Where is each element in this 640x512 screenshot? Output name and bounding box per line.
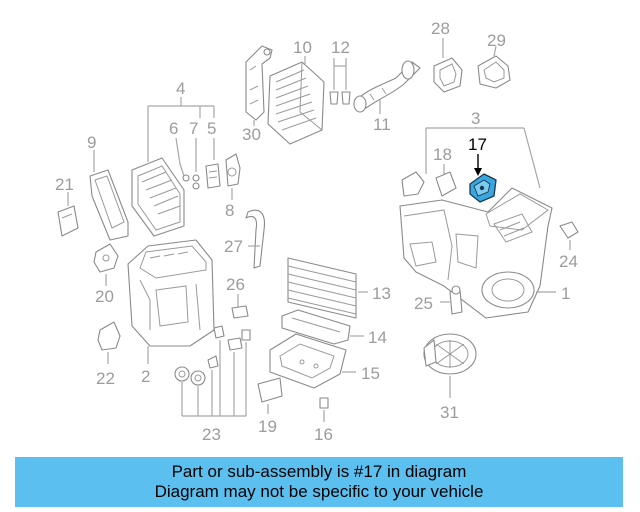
label-5: 5 [207, 119, 216, 138]
part-18-actuator[interactable] [401, 171, 457, 197]
part-21-bracket[interactable] [57, 205, 79, 237]
part-30-bracket[interactable] [245, 45, 273, 121]
label-15: 15 [361, 364, 380, 383]
label-23: 23 [202, 425, 221, 444]
label-16: 16 [314, 425, 333, 444]
part-20-bracket[interactable] [93, 243, 119, 273]
info-banner: Part or sub-assembly is #17 in diagram D… [15, 457, 623, 507]
part-22-bracket[interactable] [97, 321, 121, 351]
label-14: 14 [368, 328, 387, 347]
label-26: 26 [226, 275, 245, 294]
label-25: 25 [414, 294, 433, 313]
label-20: 20 [95, 287, 114, 306]
part-2-heater-housing[interactable] [127, 239, 215, 347]
part-8-sensor[interactable] [225, 153, 241, 187]
part-15-tray[interactable] [269, 333, 347, 389]
part-1-evaporator-housing[interactable] [399, 187, 553, 319]
label-1: 1 [561, 284, 570, 303]
part-27-hose[interactable] [245, 209, 266, 269]
part-19-bracket[interactable] [257, 377, 283, 403]
label-11: 11 [373, 115, 391, 134]
label-12: 12 [331, 38, 350, 57]
label-8: 8 [225, 201, 234, 220]
part-24-clip[interactable] [559, 221, 579, 239]
label-31: 31 [440, 403, 459, 422]
banner-line-2: Diagram may not be specific to your vehi… [154, 482, 484, 501]
part-10-filter[interactable] [267, 61, 325, 145]
label-17: 17 [468, 135, 487, 154]
label-29: 29 [487, 31, 506, 50]
part-23-small-parts[interactable] [174, 325, 251, 386]
part-4-heater-core[interactable] [131, 157, 185, 237]
part-13-cabin-filter[interactable] [287, 257, 357, 319]
part-26-clip[interactable] [231, 305, 249, 319]
part-14-cover[interactable] [281, 309, 351, 345]
label-30: 30 [242, 125, 261, 144]
label-9: 9 [87, 133, 96, 152]
part-16-screw[interactable] [319, 397, 329, 409]
label-21: 21 [55, 175, 74, 194]
label-6: 6 [169, 119, 178, 138]
part-6-7-5-small-parts[interactable] [182, 163, 221, 190]
banner-line-1: Part or sub-assembly is #17 in diagram [171, 462, 467, 481]
part-9-filter-frame[interactable] [89, 169, 129, 241]
label-27: 27 [224, 237, 243, 256]
label-7: 7 [189, 119, 198, 138]
label-3: 3 [471, 109, 480, 128]
label-22: 22 [96, 369, 115, 388]
part-11-hose[interactable] [353, 60, 421, 113]
label-19: 19 [258, 417, 277, 436]
part-17-highlighted-actuator[interactable] [469, 173, 497, 203]
label-28: 28 [431, 19, 450, 38]
label-10: 10 [293, 38, 312, 57]
part-29-gasket[interactable] [477, 55, 511, 89]
label-4: 4 [176, 79, 185, 98]
label-24: 24 [559, 252, 578, 271]
label-18: 18 [433, 145, 452, 164]
part-31-blower-motor[interactable] [423, 333, 477, 375]
label-2: 2 [141, 367, 150, 386]
part-28-gasket[interactable] [433, 57, 463, 93]
part-12-clips[interactable] [329, 91, 351, 105]
label-13: 13 [372, 284, 391, 303]
part-25-sensor[interactable] [449, 285, 463, 315]
